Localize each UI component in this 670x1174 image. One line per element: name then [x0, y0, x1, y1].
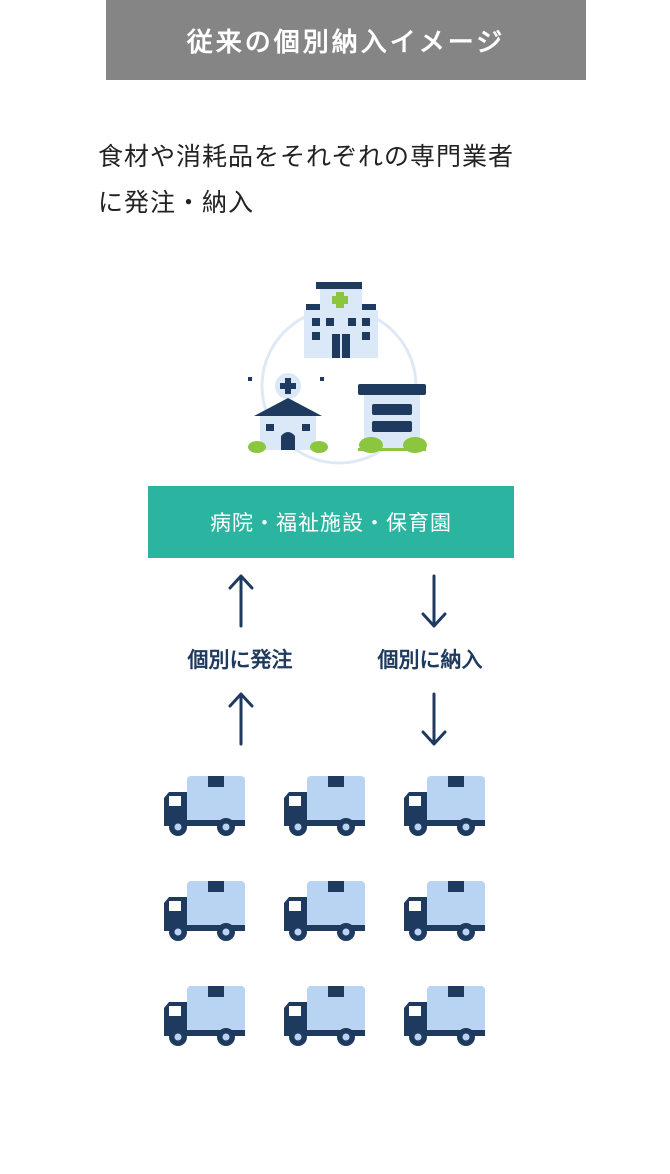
hospital-icon [304, 282, 378, 358]
order-label: 個別に発注 [187, 648, 293, 672]
delivery-truck-icon [283, 984, 365, 1052]
description: 食材や消耗品をそれぞれの専門業者 に発注・納入 [98, 134, 598, 226]
page-title: 従来の個別納入イメージ [186, 27, 506, 58]
delivery-truck-icon [403, 774, 485, 842]
delivery-truck-icon [403, 879, 485, 947]
arrow-up-icon [228, 574, 254, 628]
delivery-truck-icon [283, 879, 365, 947]
facility-box: 病院・福祉施設・保育園 [148, 486, 514, 558]
description-line-2: に発注・納入 [98, 188, 255, 217]
delivery-truck-icon [283, 774, 365, 842]
delivery-truck-icon [163, 774, 245, 842]
care-facility-icon [358, 384, 427, 453]
arrow-down-icon [421, 692, 447, 746]
title-bar: 従来の個別納入イメージ [106, 0, 586, 80]
delivery-truck-icon [163, 879, 245, 947]
facility-label: 病院・福祉施設・保育園 [210, 511, 452, 535]
delivery-label: 個別に納入 [377, 648, 483, 672]
arrow-down-icon [421, 574, 447, 628]
clinic-icon [248, 373, 328, 453]
delivery-truck-icon [403, 984, 485, 1052]
facility-graphic [248, 282, 427, 465]
arrow-up-icon [228, 692, 254, 746]
description-line-1: 食材や消耗品をそれぞれの専門業者 [98, 142, 515, 171]
delivery-truck-icon [163, 984, 245, 1052]
